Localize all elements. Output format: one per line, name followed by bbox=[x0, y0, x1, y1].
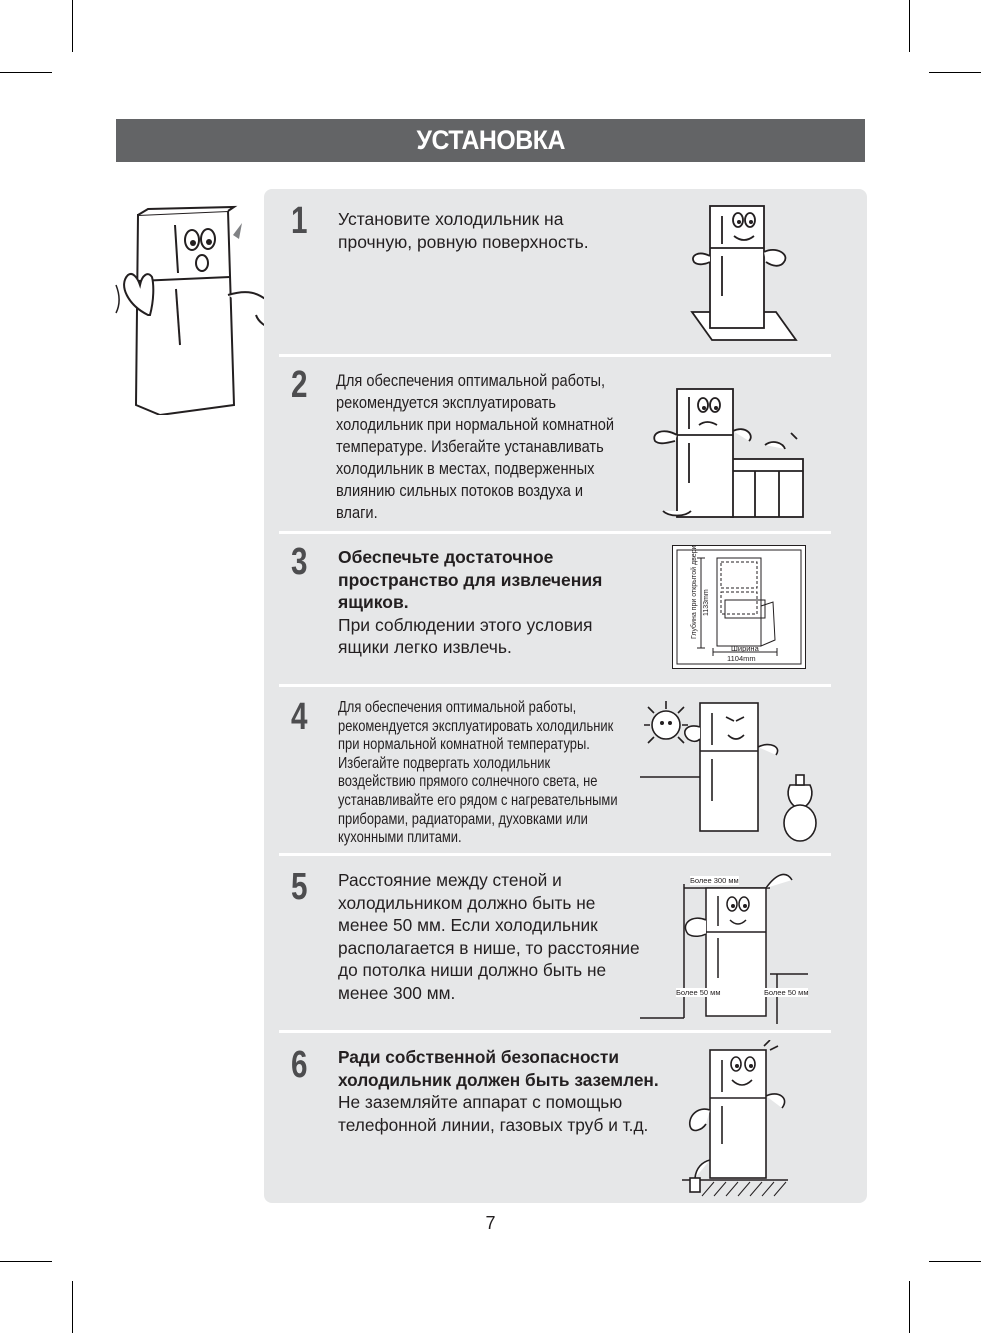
step-1-text: Установите холодильник на прочную, ровну… bbox=[338, 208, 638, 253]
section-title-bar: УСТАНОВКА bbox=[116, 119, 865, 162]
crop-mark bbox=[909, 0, 910, 52]
text-line: устанавливайте его рядом с нагревательны… bbox=[338, 791, 618, 809]
wall-clearance-diagram: Более 300 мм Более 50 мм Более 50 мм bbox=[640, 864, 810, 1024]
text-line: холодильником должно быть не bbox=[338, 892, 596, 913]
mascot-fridge-illustration bbox=[108, 205, 293, 415]
text-line: рекомендуется эксплуатировать холодильни… bbox=[338, 717, 614, 735]
top-clearance-label: Более 300 мм bbox=[690, 876, 739, 885]
text-line: телефонной линии, газовых труб и т.д. bbox=[338, 1114, 649, 1135]
step-3-text: Обеспечьте достаточное пространство для … bbox=[338, 546, 658, 659]
crop-mark bbox=[929, 72, 981, 73]
text-line: прочную, ровную поверхность. bbox=[338, 231, 589, 252]
text-line: при нормальной комнатной температуры. bbox=[338, 736, 590, 754]
step-divider bbox=[279, 1030, 831, 1033]
instructions-panel bbox=[264, 189, 867, 1203]
text-line: приборами, радиаторами, духовками или bbox=[338, 810, 588, 828]
crop-mark bbox=[0, 1261, 52, 1262]
crop-mark bbox=[72, 1281, 73, 1333]
step-number: 3 bbox=[291, 541, 308, 583]
left-clearance-label: Более 50 мм bbox=[676, 988, 721, 997]
crop-mark bbox=[0, 72, 52, 73]
text-line: При соблюдении этого условия bbox=[338, 614, 593, 635]
text-line: менее 300 мм. bbox=[338, 982, 456, 1003]
step-5-text: Расстояние между стеной и холодильником … bbox=[338, 869, 658, 1004]
text-line-bold: холодильник должен быть заземлен. bbox=[338, 1069, 659, 1090]
text-line: до потолка ниши должно быть не bbox=[338, 960, 607, 980]
step-number: 1 bbox=[291, 200, 308, 242]
text-line: кухонными плитами. bbox=[338, 829, 462, 847]
width-value: 1104mm bbox=[727, 654, 756, 663]
width-label: Ширина bbox=[731, 644, 759, 653]
grounded-fridge-illustration bbox=[678, 1040, 793, 1200]
text-line: ящики легко извлечь. bbox=[338, 637, 512, 657]
depth-label: Глубина при открытой двери bbox=[691, 545, 698, 639]
drawer-clearance-diagram: Глубина при открытой двери 1133mm Ширина… bbox=[672, 545, 806, 669]
section-title: УСТАНОВКА bbox=[416, 125, 565, 155]
step-divider bbox=[279, 853, 831, 856]
text-line: холодильник в местах, подверженных bbox=[336, 459, 595, 478]
text-line-bold: пространство для извлечения bbox=[338, 569, 603, 590]
crop-mark bbox=[72, 0, 73, 52]
depth-value: 1133mm bbox=[703, 589, 710, 616]
text-line: располагается в нише, то расстояние bbox=[338, 937, 640, 958]
text-line-bold: Обеспечьте достаточное bbox=[338, 547, 554, 567]
text-line: Расстояние между стеной и bbox=[338, 870, 562, 890]
step-divider bbox=[279, 531, 831, 534]
step-divider bbox=[279, 354, 831, 357]
text-line: температуре. Избегайте устанавливать bbox=[336, 437, 604, 456]
text-line: рекомендуется эксплуатировать bbox=[336, 393, 556, 412]
step-number: 6 bbox=[291, 1044, 308, 1086]
step-number: 4 bbox=[291, 696, 308, 738]
text-line: Не заземляйте аппарат с помощью bbox=[338, 1092, 623, 1112]
text-line: воздействию прямого солнечного света, не bbox=[338, 773, 598, 791]
fridge-heat-sources-illustration bbox=[640, 697, 830, 847]
text-line: влаги. bbox=[336, 503, 378, 522]
fridge-near-water-illustration bbox=[645, 383, 815, 523]
step-2-text: Для обеспечения оптимальной работы, реко… bbox=[336, 370, 628, 524]
step-divider bbox=[279, 684, 831, 687]
text-line-bold: Ради собственной безопасности bbox=[338, 1047, 619, 1067]
text-line: холодильник при нормальной комнатной bbox=[336, 415, 615, 434]
step-number: 2 bbox=[291, 364, 308, 406]
step-6-text: Ради собственной безопасности холодильни… bbox=[338, 1046, 678, 1136]
step-4-text: Для обеспечения оптимальной работы, реко… bbox=[338, 699, 637, 848]
text-line: Избегайте подвергать холодильник bbox=[338, 754, 551, 772]
step-number: 5 bbox=[291, 866, 308, 908]
text-line: менее 50 мм. Если холодильник bbox=[338, 915, 598, 935]
text-line: Для обеспечения оптимальной работы, bbox=[336, 371, 606, 390]
right-clearance-label: Более 50 мм bbox=[764, 988, 809, 997]
text-line-bold: ящиков. bbox=[338, 592, 409, 612]
text-line: Установите холодильник на bbox=[338, 209, 564, 229]
text-line: влиянию сильных потоков воздуха и bbox=[336, 481, 584, 500]
fridge-on-level-surface-illustration bbox=[686, 200, 801, 350]
page-number: 7 bbox=[485, 1213, 496, 1233]
text-line: Для обеспечения оптимальной работы, bbox=[338, 699, 577, 716]
crop-mark bbox=[929, 1261, 981, 1262]
crop-mark bbox=[909, 1281, 910, 1333]
